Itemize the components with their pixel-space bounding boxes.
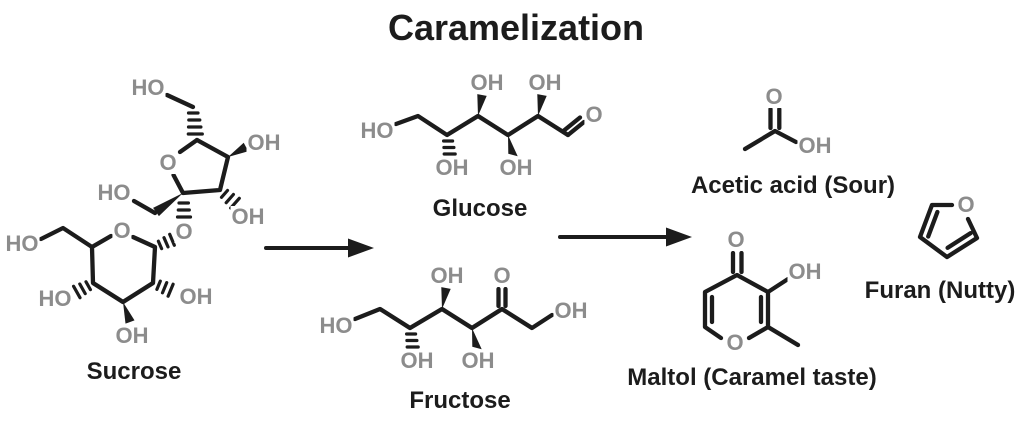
wedge-bond bbox=[472, 328, 482, 350]
diagram-title: Caramelization bbox=[387, 7, 645, 48]
furan-label: Furan (Nutty) bbox=[864, 277, 1016, 304]
atom-label: HO bbox=[130, 75, 166, 100]
atom-label: HO bbox=[96, 180, 132, 205]
atom-label: OH bbox=[553, 298, 589, 323]
wedge-bond bbox=[228, 142, 249, 157]
atom-label: OH bbox=[498, 155, 534, 180]
double-bond bbox=[945, 230, 973, 250]
fructose-label: Fructose bbox=[409, 387, 511, 414]
atom-label: HO bbox=[359, 118, 395, 143]
bond bbox=[393, 113, 571, 138]
wedge-bond bbox=[153, 193, 183, 217]
atom-label: OH bbox=[460, 348, 496, 373]
reaction-arrow-1 bbox=[264, 238, 374, 258]
bond bbox=[917, 202, 980, 260]
acetic-acid-structure bbox=[742, 106, 799, 152]
fructose-structure bbox=[352, 286, 555, 355]
atom-label: OH bbox=[178, 284, 214, 309]
atom-label: O bbox=[726, 227, 746, 252]
atom-label: OH bbox=[246, 130, 282, 155]
atom-label: OH bbox=[787, 259, 823, 284]
hash-bond bbox=[156, 232, 176, 251]
wedge-bond bbox=[508, 135, 518, 157]
furan-structure bbox=[917, 202, 980, 260]
atom-label: OH bbox=[434, 155, 470, 180]
atom-label: HO bbox=[37, 286, 73, 311]
atom-label: O bbox=[492, 263, 512, 288]
atom-label: O bbox=[764, 84, 784, 109]
bond bbox=[177, 137, 200, 155]
bond bbox=[742, 128, 799, 152]
bond bbox=[171, 137, 231, 196]
bond bbox=[352, 306, 555, 331]
double-bond bbox=[926, 209, 940, 239]
atom-label: O bbox=[174, 219, 194, 244]
atom-label: OH bbox=[527, 70, 563, 95]
hash-bond bbox=[72, 280, 92, 300]
maltol-structure bbox=[702, 250, 801, 348]
atom-label: O bbox=[584, 102, 604, 127]
hash-bond bbox=[155, 279, 175, 298]
sucrose-structure bbox=[38, 92, 249, 324]
arrow-head-icon bbox=[666, 227, 692, 247]
atom-label: OH bbox=[469, 70, 505, 95]
wedge-bond bbox=[537, 94, 547, 116]
atom-label: OH bbox=[429, 263, 465, 288]
wedge-bond bbox=[441, 287, 451, 309]
atom-label: OH bbox=[114, 323, 150, 348]
bond bbox=[765, 276, 791, 295]
acetic-acid-label: Acetic acid (Sour) bbox=[690, 172, 896, 199]
bond bbox=[765, 324, 801, 348]
reaction-arrow-2 bbox=[558, 227, 692, 247]
atom-label: HO bbox=[4, 231, 40, 256]
glucose-structure bbox=[393, 94, 587, 162]
arrow-head-icon bbox=[348, 238, 374, 258]
atom-label: OH bbox=[399, 348, 435, 373]
sucrose-label: Sucrose bbox=[86, 358, 182, 385]
double-bond bbox=[561, 115, 583, 133]
maltol-label: Maltol (Caramel taste) bbox=[627, 364, 877, 391]
hash-bond bbox=[175, 201, 193, 219]
atom-label: O bbox=[112, 218, 132, 243]
hash-bond bbox=[186, 111, 204, 136]
bond bbox=[702, 272, 771, 341]
atom-label: O bbox=[158, 150, 178, 175]
glucose-label: Glucose bbox=[432, 195, 528, 222]
atom-label: O bbox=[725, 330, 745, 355]
wedge-bond bbox=[123, 302, 135, 324]
atom-label: O bbox=[956, 192, 976, 217]
bond bbox=[131, 198, 158, 216]
bond bbox=[164, 92, 196, 110]
bond bbox=[89, 233, 158, 305]
atom-label: OH bbox=[797, 133, 833, 158]
atom-label: HO bbox=[318, 313, 354, 338]
wedge-bond bbox=[477, 94, 487, 116]
bond bbox=[38, 225, 95, 250]
double-bond bbox=[565, 119, 587, 138]
atom-label: OH bbox=[230, 204, 266, 229]
